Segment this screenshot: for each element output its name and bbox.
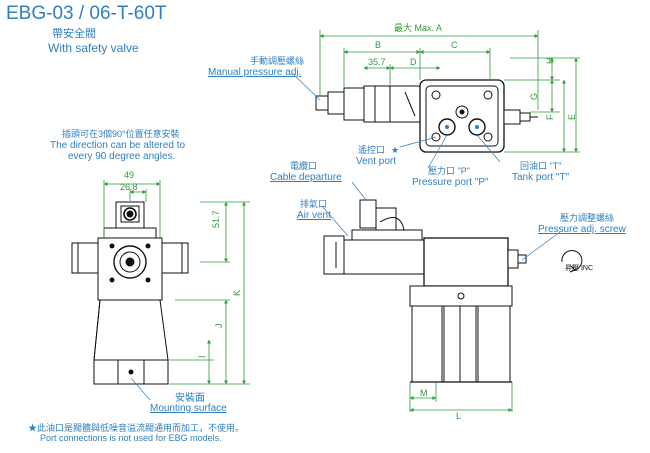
side-view [71, 201, 189, 385]
vent-port-cn: 遙控口 [358, 145, 386, 155]
dim-h: H [545, 57, 555, 65]
cable-departure-en: Cable departure [270, 172, 342, 183]
plan-view [315, 79, 538, 153]
dim-i: I [197, 355, 207, 358]
dim-49: 49 [124, 170, 135, 180]
dim-35-7: 35.7 [368, 57, 386, 67]
pressure-port-cn: 壓力口 "P" [428, 166, 470, 176]
air-vent-cn: 排氣口 [300, 199, 328, 209]
footnote-en: Port connections is not used for EBG mod… [40, 433, 222, 443]
side-view-dims [103, 180, 250, 385]
subtitle-en: With safety valve [48, 41, 139, 55]
dim-f: F [545, 114, 555, 121]
air-vent-en: Air vent [297, 210, 331, 221]
dim-c: C [451, 40, 458, 50]
pressure-screw-cn: 壓力調整螺絲 [560, 213, 615, 223]
footnote-cn: ★此油口是閥體與低噪音溢流閥通用而加工，不使用。 [28, 423, 245, 433]
dim-e: E [567, 113, 577, 120]
dim-b: B [375, 40, 382, 50]
dim-max-a: 最大 Max. A [394, 23, 443, 33]
dim-g: G [529, 92, 539, 100]
tank-port-cn: 回油口 "T" [520, 161, 562, 171]
dim-m: M [420, 388, 428, 398]
manual-adj-en: Manual pressure adj. [208, 67, 302, 78]
dim-26-8: 26.8 [120, 182, 138, 192]
dim-51-7: 51.7 [211, 210, 221, 228]
plan-view-dims [319, 30, 580, 153]
direction-note-en-1: The direction can be altered to [50, 140, 186, 151]
dim-l: L [456, 411, 462, 421]
front-view [323, 199, 527, 383]
front-leaders [130, 181, 561, 401]
mounting-surface-en: Mounting surface [150, 403, 227, 414]
model-title: EBG-03 / 06-T-60T [6, 3, 167, 24]
mounting-surface-cn: 安裝面 [175, 393, 205, 404]
front-view-dims [409, 382, 513, 412]
direction-note-cn: 插頭可在3個90°位置任意安裝 [62, 129, 180, 139]
pressure-port-en: Pressure port "P" [412, 177, 489, 188]
direction-note-en-2: every 90 degree angles. [68, 151, 176, 162]
dim-k: K [232, 289, 242, 296]
subtitle-cn: 帶安全閥 [52, 28, 96, 40]
inc-label: 昇壓 INC [565, 265, 593, 272]
dim-d: D [410, 57, 417, 67]
cable-departure-cn: 電纜口 [290, 161, 318, 171]
plan-leaders [291, 72, 501, 169]
vent-port-en: Vent port [356, 156, 397, 167]
vent-port-star: ★ [391, 145, 400, 155]
tank-port-en: Tank port "T" [512, 172, 570, 183]
dim-j: J [214, 323, 224, 329]
manual-adj-cn: 手動調壓螺絲 [250, 56, 305, 66]
inc-rotation-icon [561, 250, 583, 273]
pressure-screw-en: Pressure adj. screw [538, 224, 626, 235]
